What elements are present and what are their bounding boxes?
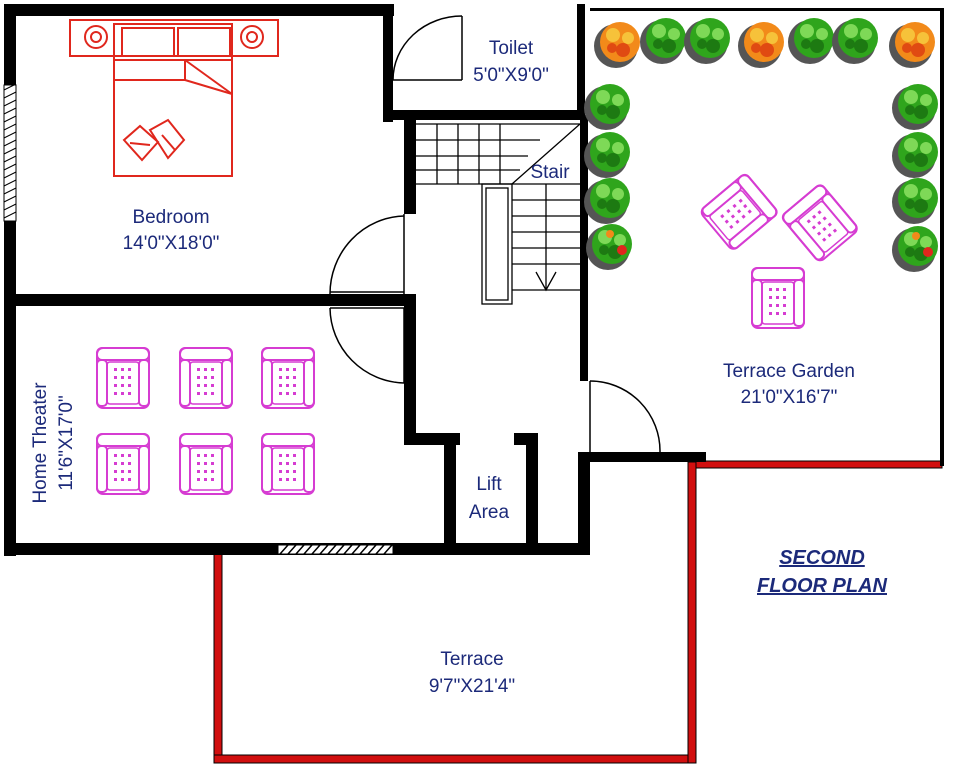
armchair-icon	[96, 433, 150, 495]
toilet-size: 5'0"X9'0"	[473, 65, 549, 86]
door-swing-icon	[329, 214, 405, 295]
plant-icon	[584, 178, 630, 224]
door-swing-icon	[329, 307, 405, 384]
window-icon	[3, 83, 17, 222]
terrace-garden-size: 21'0"X16'7"	[741, 387, 838, 408]
armchair-icon	[179, 433, 233, 495]
plan-title-line2: FLOOR PLAN	[757, 575, 888, 597]
plant-icon	[892, 178, 938, 224]
plant-icon	[584, 84, 630, 130]
plant-icon	[738, 22, 784, 68]
door-swing-icon	[589, 380, 661, 453]
bedroom-name: Bedroom	[132, 207, 209, 228]
room-label-home-theater: Home Theater 11'6"X17'0"	[30, 382, 77, 504]
plan-title: SECOND FLOOR PLAN	[757, 547, 888, 597]
room-label-bedroom: Bedroom 14'0"X18'0"	[123, 207, 220, 254]
armchair-icon	[751, 267, 805, 329]
room-label-lift: Lift Area	[469, 474, 510, 523]
armchair-icon	[261, 347, 315, 409]
plant-icon	[584, 132, 630, 178]
plant-icon	[892, 226, 938, 272]
room-label-terrace-garden: Terrace Garden 21'0"X16'7"	[723, 361, 855, 408]
room-label-toilet: Toilet 5'0"X9'0"	[473, 38, 549, 86]
plant-icon	[640, 18, 686, 64]
stair-steps	[416, 123, 581, 305]
plant-icon	[684, 18, 730, 64]
home-theater-name: Home Theater	[30, 382, 51, 504]
plant-icon	[892, 84, 938, 130]
plant-icon	[594, 22, 640, 68]
armchair-icon	[700, 173, 778, 250]
theater-seating	[96, 347, 315, 495]
armchair-icon	[261, 433, 315, 495]
garden-plants	[584, 18, 938, 272]
toilet-name: Toilet	[489, 38, 534, 59]
stair-label: Stair	[530, 162, 570, 183]
armchair-icon	[781, 184, 858, 262]
plant-icon	[832, 18, 878, 64]
home-theater-size: 11'6"X17'0"	[56, 395, 77, 490]
door-swing-icon	[392, 15, 463, 81]
terrace-garden-name: Terrace Garden	[723, 361, 855, 382]
bed-icon	[69, 19, 279, 177]
armchair-icon	[179, 347, 233, 409]
lift-name-line1: Lift	[476, 474, 502, 495]
plant-icon	[788, 18, 834, 64]
room-label-terrace: Terrace 9'7"X21'4"	[429, 649, 515, 697]
plant-icon	[889, 22, 935, 68]
bedroom-size: 14'0"X18'0"	[123, 233, 220, 254]
lift-name-line2: Area	[469, 502, 510, 523]
plan-title-line1: SECOND	[779, 547, 865, 569]
plant-icon	[892, 132, 938, 178]
garden-seating	[700, 173, 858, 329]
terrace-size: 9'7"X21'4"	[429, 676, 515, 697]
plant-icon	[586, 224, 632, 270]
terrace-name: Terrace	[440, 649, 503, 670]
window-icon	[277, 544, 394, 555]
armchair-icon	[96, 347, 150, 409]
